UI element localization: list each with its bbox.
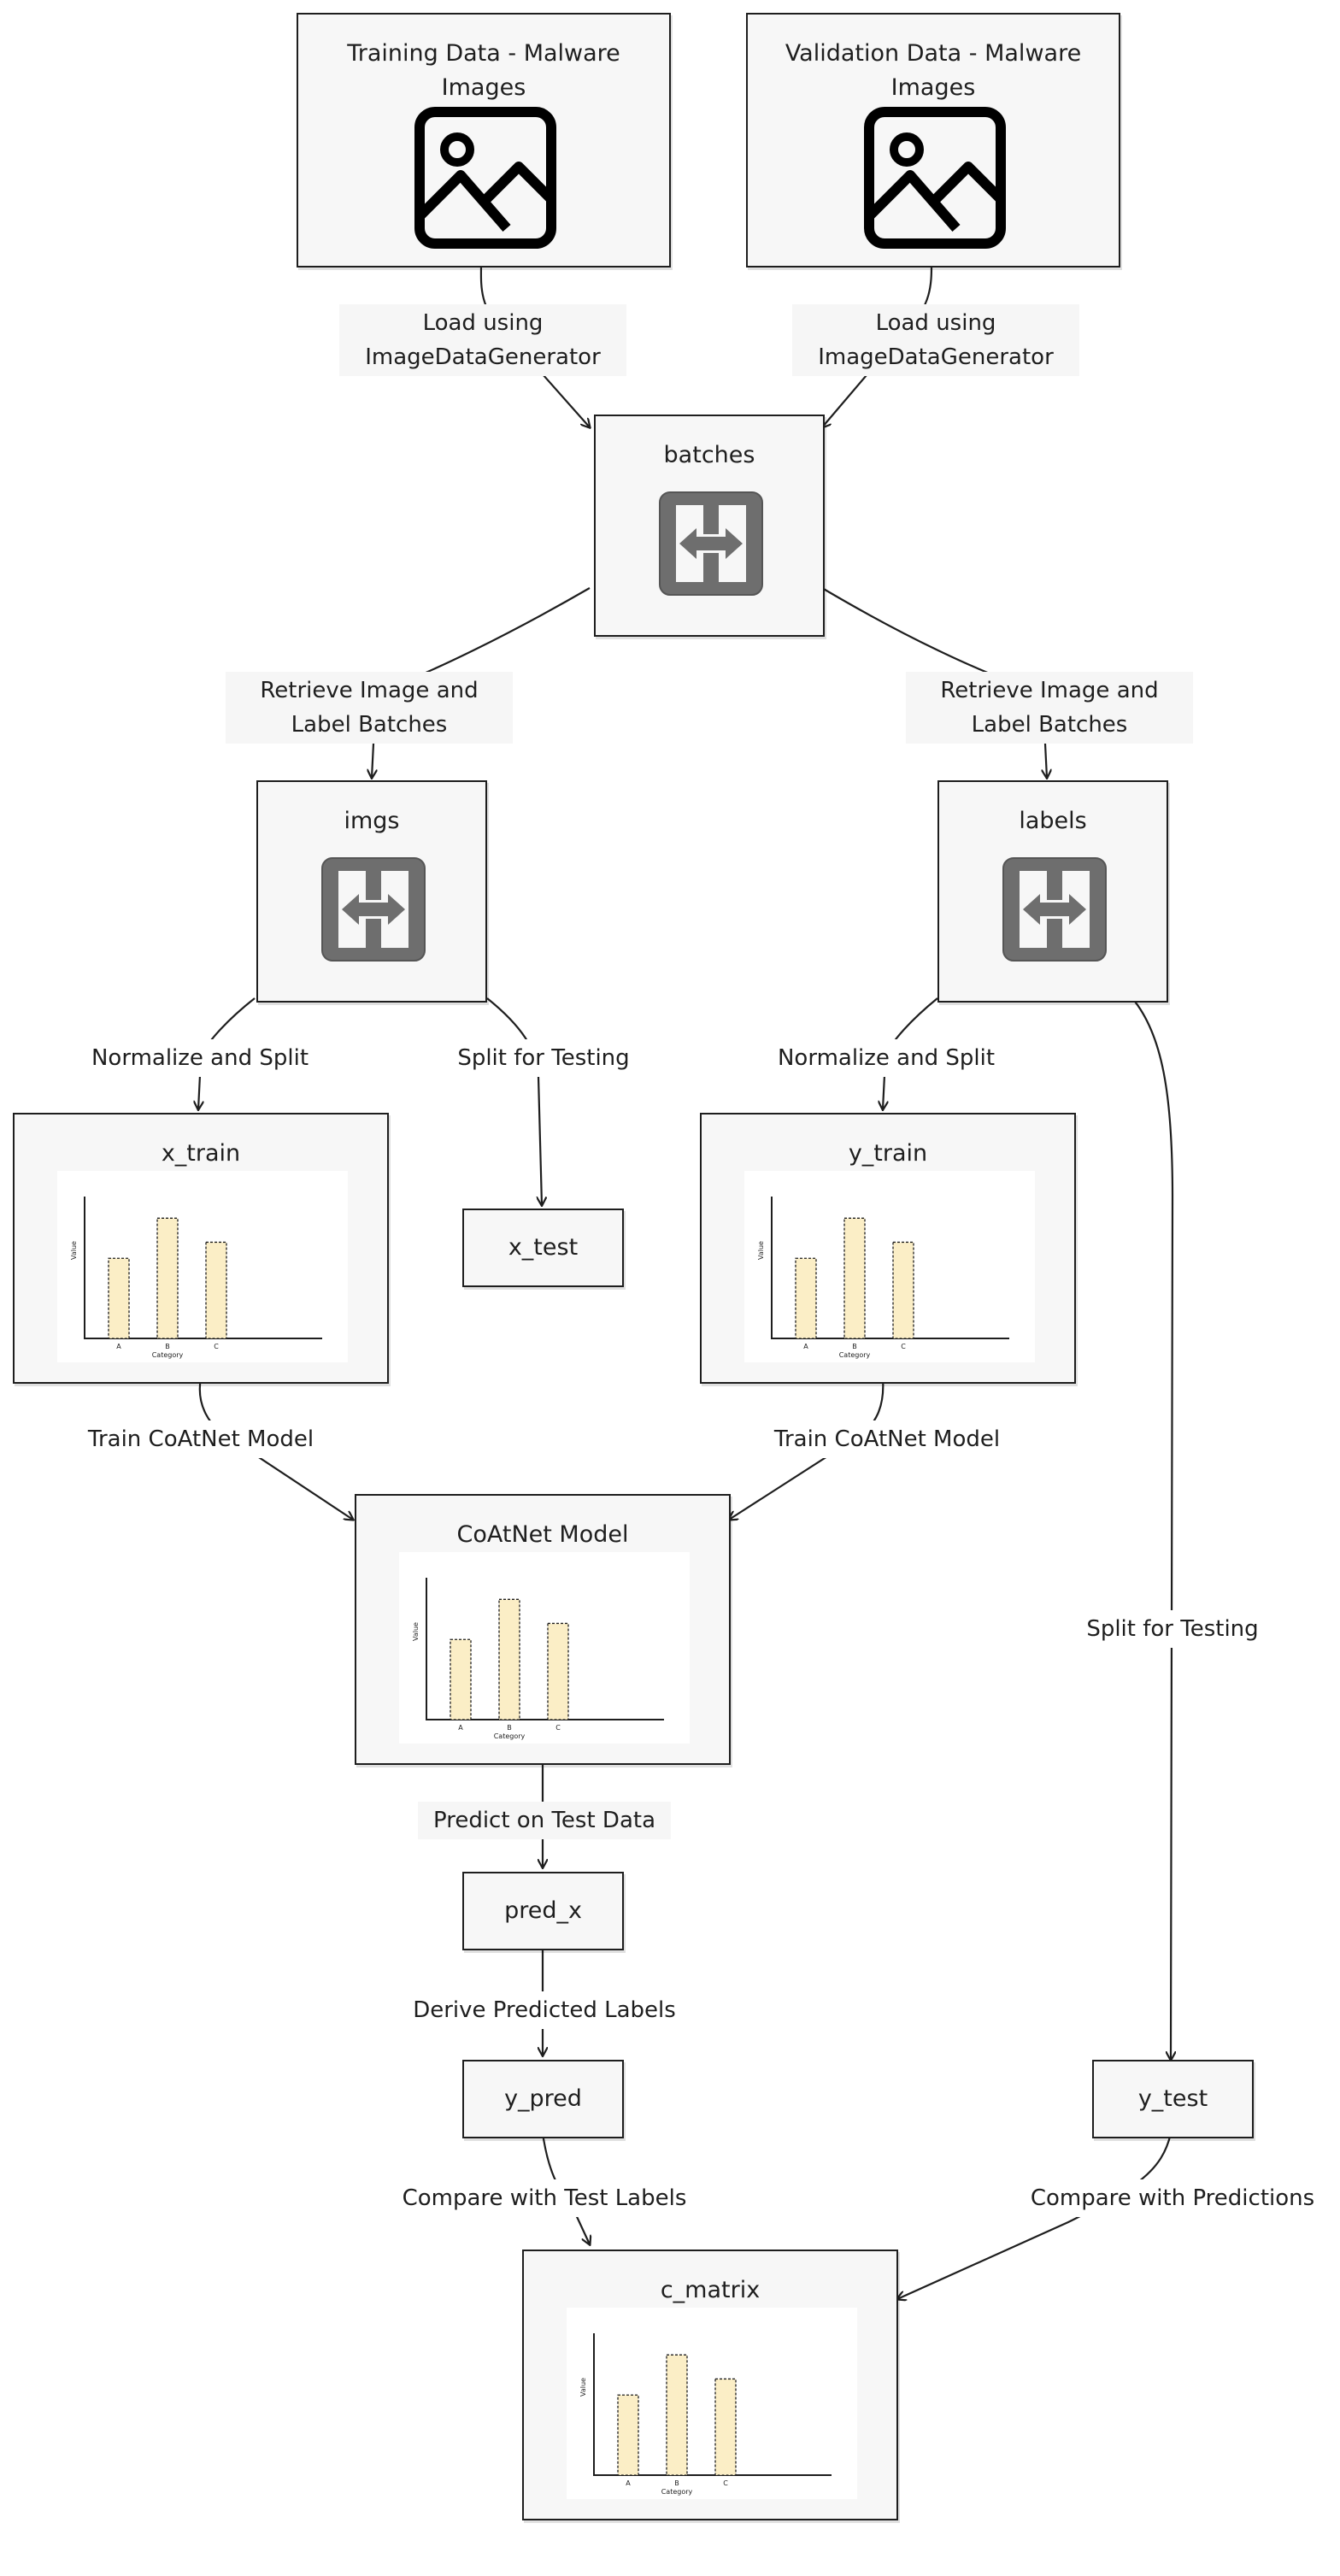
node-y-train-title: y_train xyxy=(848,1140,928,1167)
chart-axes xyxy=(426,1578,664,1720)
edge-label-split-imgs: Split for Testing xyxy=(442,1039,645,1077)
node-imgs[interactable]: imgs xyxy=(256,780,487,1003)
chart-x-axis-label: Category xyxy=(494,1732,526,1740)
edge-label-split-labels: Split for Testing xyxy=(1071,1610,1274,1648)
node-pred-x[interactable]: pred_x xyxy=(462,1872,624,1950)
bar-chart-icon: A B C Category Value xyxy=(57,1171,348,1362)
node-coatnet-model[interactable]: CoAtNet Model A B C Category Value xyxy=(355,1494,731,1765)
data-transfer-icon xyxy=(1001,856,1108,963)
chart-axes xyxy=(593,2333,832,2476)
chart-x-axis-label: Category xyxy=(152,1351,184,1359)
node-y-pred[interactable]: y_pred xyxy=(462,2060,624,2138)
node-batches-title: batches xyxy=(663,442,755,468)
node-coatnet-model-title: CoAtNet Model xyxy=(456,1521,629,1548)
chart-tick-label: A xyxy=(803,1343,808,1350)
chart-bar xyxy=(617,2394,639,2476)
edge-label-retrieve-left: Retrieve Image and Label Batches xyxy=(226,672,513,744)
edge-label-predict: Predict on Test Data xyxy=(417,1802,672,1839)
edge-label-compare-right: Compare with Predictions xyxy=(1014,2179,1331,2217)
chart-bar xyxy=(843,1217,866,1339)
chart-tick-label: C xyxy=(214,1343,219,1350)
node-c-matrix[interactable]: c_matrix A B C Category Value xyxy=(522,2250,898,2520)
chart-bar xyxy=(892,1241,914,1339)
node-x-test[interactable]: x_test xyxy=(462,1209,624,1287)
chart-y-axis-label: Value xyxy=(757,1241,765,1260)
chart-y-axis-label: Value xyxy=(412,1622,420,1641)
chart-bar xyxy=(108,1257,130,1339)
chart-tick-label: B xyxy=(507,1724,512,1732)
chart-y-axis-label: Value xyxy=(579,2378,587,2397)
data-transfer-icon xyxy=(320,856,427,963)
bar-chart-icon: A B C Category Value xyxy=(744,1171,1035,1362)
node-y-test-title: y_test xyxy=(1137,2085,1208,2112)
mini-bar-chart: A B C Category Value xyxy=(757,1197,1009,1359)
edge-label-retrieve-right: Retrieve Image and Label Batches xyxy=(906,672,1193,744)
node-c-matrix-title: c_matrix xyxy=(660,2277,761,2303)
chart-x-axis-label: Category xyxy=(661,2488,693,2496)
node-x-test-title: x_test xyxy=(508,1234,579,1261)
mini-bar-chart: A B C Category Value xyxy=(579,2333,832,2496)
edge-imgs-to-xtest xyxy=(486,997,542,1205)
chart-y-axis-label: Value xyxy=(70,1241,78,1260)
chart-bar xyxy=(795,1257,817,1339)
edge-label-load-val: Load using ImageDataGenerator xyxy=(792,304,1079,376)
edge-label-normalize-imgs: Normalize and Split xyxy=(75,1039,325,1077)
chart-bar xyxy=(498,1598,520,1720)
node-y-pred-title: y_pred xyxy=(504,2085,582,2112)
data-transfer-icon xyxy=(657,490,765,597)
node-training-data[interactable]: Training Data - Malware Images xyxy=(297,13,671,268)
edge-label-train-right: Train CoAtNet Model xyxy=(758,1420,1016,1458)
chart-tick-label: A xyxy=(626,2479,631,2487)
node-training-data-title: Training Data - Malware Images xyxy=(347,40,620,101)
edge-label-load-train: Load using ImageDataGenerator xyxy=(339,304,626,376)
chart-tick-label: A xyxy=(458,1724,463,1732)
edge-label-normalize-labels: Normalize and Split xyxy=(761,1039,1011,1077)
node-batches[interactable]: batches xyxy=(594,415,825,637)
edge-label-compare-left: Compare with Test Labels xyxy=(386,2179,702,2217)
chart-bar xyxy=(450,1638,472,1720)
chart-bar xyxy=(714,2378,737,2476)
node-pred-x-title: pred_x xyxy=(504,1897,582,1924)
image-icon xyxy=(414,107,556,249)
node-validation-data-title: Validation Data - Malware Images xyxy=(785,40,1082,101)
chart-tick-label: B xyxy=(852,1343,857,1350)
node-labels[interactable]: labels xyxy=(937,780,1168,1003)
chart-bar xyxy=(547,1622,569,1720)
chart-bar xyxy=(205,1241,227,1339)
chart-tick-label: B xyxy=(674,2479,679,2487)
edge-label-derive: Derive Predicted Labels xyxy=(397,1991,691,2029)
bar-chart-icon: A B C Category Value xyxy=(399,1552,690,1744)
edge-labels-to-ytest xyxy=(1131,997,1172,2060)
chart-bar xyxy=(666,2354,688,2476)
node-x-train[interactable]: x_train A B C Category Value xyxy=(13,1113,389,1384)
node-labels-title: labels xyxy=(1019,808,1087,834)
node-y-test[interactable]: y_test xyxy=(1092,2060,1254,2138)
node-validation-data[interactable]: Validation Data - Malware Images xyxy=(746,13,1120,268)
node-imgs-title: imgs xyxy=(344,808,400,834)
mini-bar-chart: A B C Category Value xyxy=(70,1197,322,1359)
chart-axes xyxy=(84,1197,322,1339)
image-icon xyxy=(864,107,1006,249)
chart-tick-label: B xyxy=(165,1343,170,1350)
chart-tick-label: C xyxy=(901,1343,906,1350)
edge-label-train-left: Train CoAtNet Model xyxy=(72,1420,330,1458)
chart-bar xyxy=(156,1217,179,1339)
node-x-train-title: x_train xyxy=(161,1140,241,1167)
mini-bar-chart: A B C Category Value xyxy=(412,1578,664,1740)
node-y-train[interactable]: y_train A B C Category Value xyxy=(700,1113,1076,1384)
chart-tick-label: A xyxy=(116,1343,121,1350)
bar-chart-icon: A B C Category Value xyxy=(567,2308,857,2499)
chart-axes xyxy=(771,1197,1009,1339)
chart-tick-label: C xyxy=(723,2479,728,2487)
chart-tick-label: C xyxy=(555,1724,561,1732)
chart-x-axis-label: Category xyxy=(839,1351,871,1359)
